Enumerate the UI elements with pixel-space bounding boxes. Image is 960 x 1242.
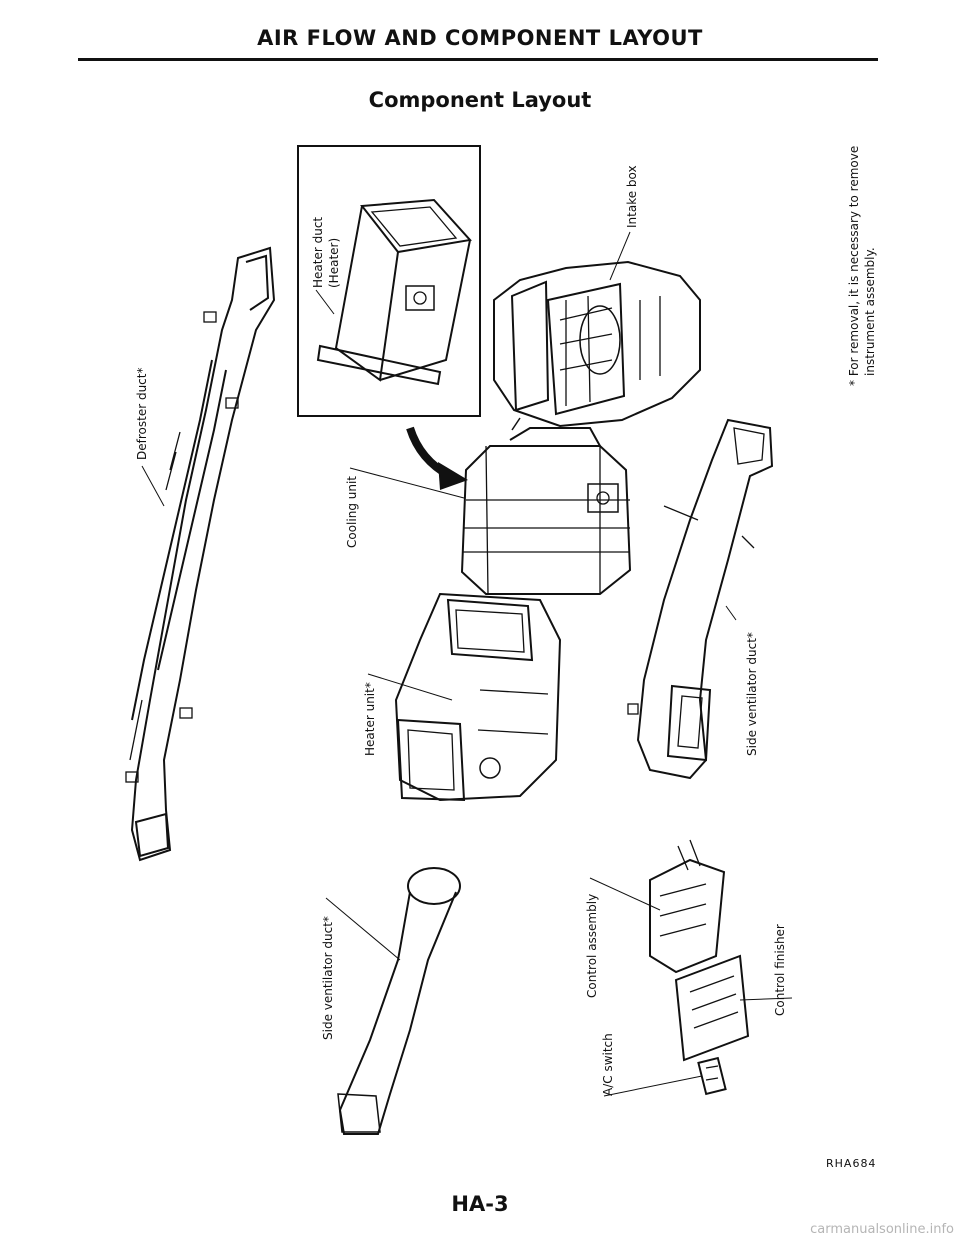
defroster-duct xyxy=(125,246,276,862)
heater-duct-inset xyxy=(297,145,481,417)
side-ventilator-duct-left xyxy=(337,867,461,1135)
control-assembly xyxy=(649,839,726,974)
label-side-ventilator-duct-right: Side ventilator duct* xyxy=(745,632,759,756)
label-intake-box: Intake box xyxy=(625,165,639,228)
side-ventilator-duct-right xyxy=(627,418,774,780)
label-heater-duct-sub: (Heater) xyxy=(327,238,341,288)
heater-unit xyxy=(394,592,562,802)
figure-code: RHA684 xyxy=(826,1157,877,1170)
label-control-finisher: Control finisher xyxy=(773,924,787,1016)
header-rule xyxy=(78,58,878,61)
label-heater-unit: Heater unit* xyxy=(363,682,377,756)
label-heater-duct: Heater duct xyxy=(311,217,325,288)
arrow-icon xyxy=(406,426,468,490)
page-subtitle: Component Layout xyxy=(368,88,592,112)
ac-switch xyxy=(697,1056,727,1096)
label-defroster-duct: Defroster duct* xyxy=(135,368,149,460)
label-ac-switch: A/C switch xyxy=(601,1033,615,1096)
label-side-ventilator-duct-left: Side ventilator duct* xyxy=(321,916,335,1040)
label-control-assembly: Control assembly xyxy=(585,894,599,998)
leader-lines xyxy=(141,231,793,1097)
watermark: carmanualsonline.info xyxy=(810,1222,954,1237)
control-finisher xyxy=(674,954,750,1062)
label-cooling-unit: Cooling unit xyxy=(345,476,359,548)
page-number: HA-3 xyxy=(451,1192,509,1216)
section-title: AIR FLOW AND COMPONENT LAYOUT xyxy=(257,26,703,50)
cooling-unit xyxy=(460,417,632,595)
intake-box xyxy=(493,260,701,428)
footnote-line2: instrument assembly. xyxy=(863,247,877,376)
footnote-line1: * For removal, it is necessary to remove xyxy=(847,146,861,386)
